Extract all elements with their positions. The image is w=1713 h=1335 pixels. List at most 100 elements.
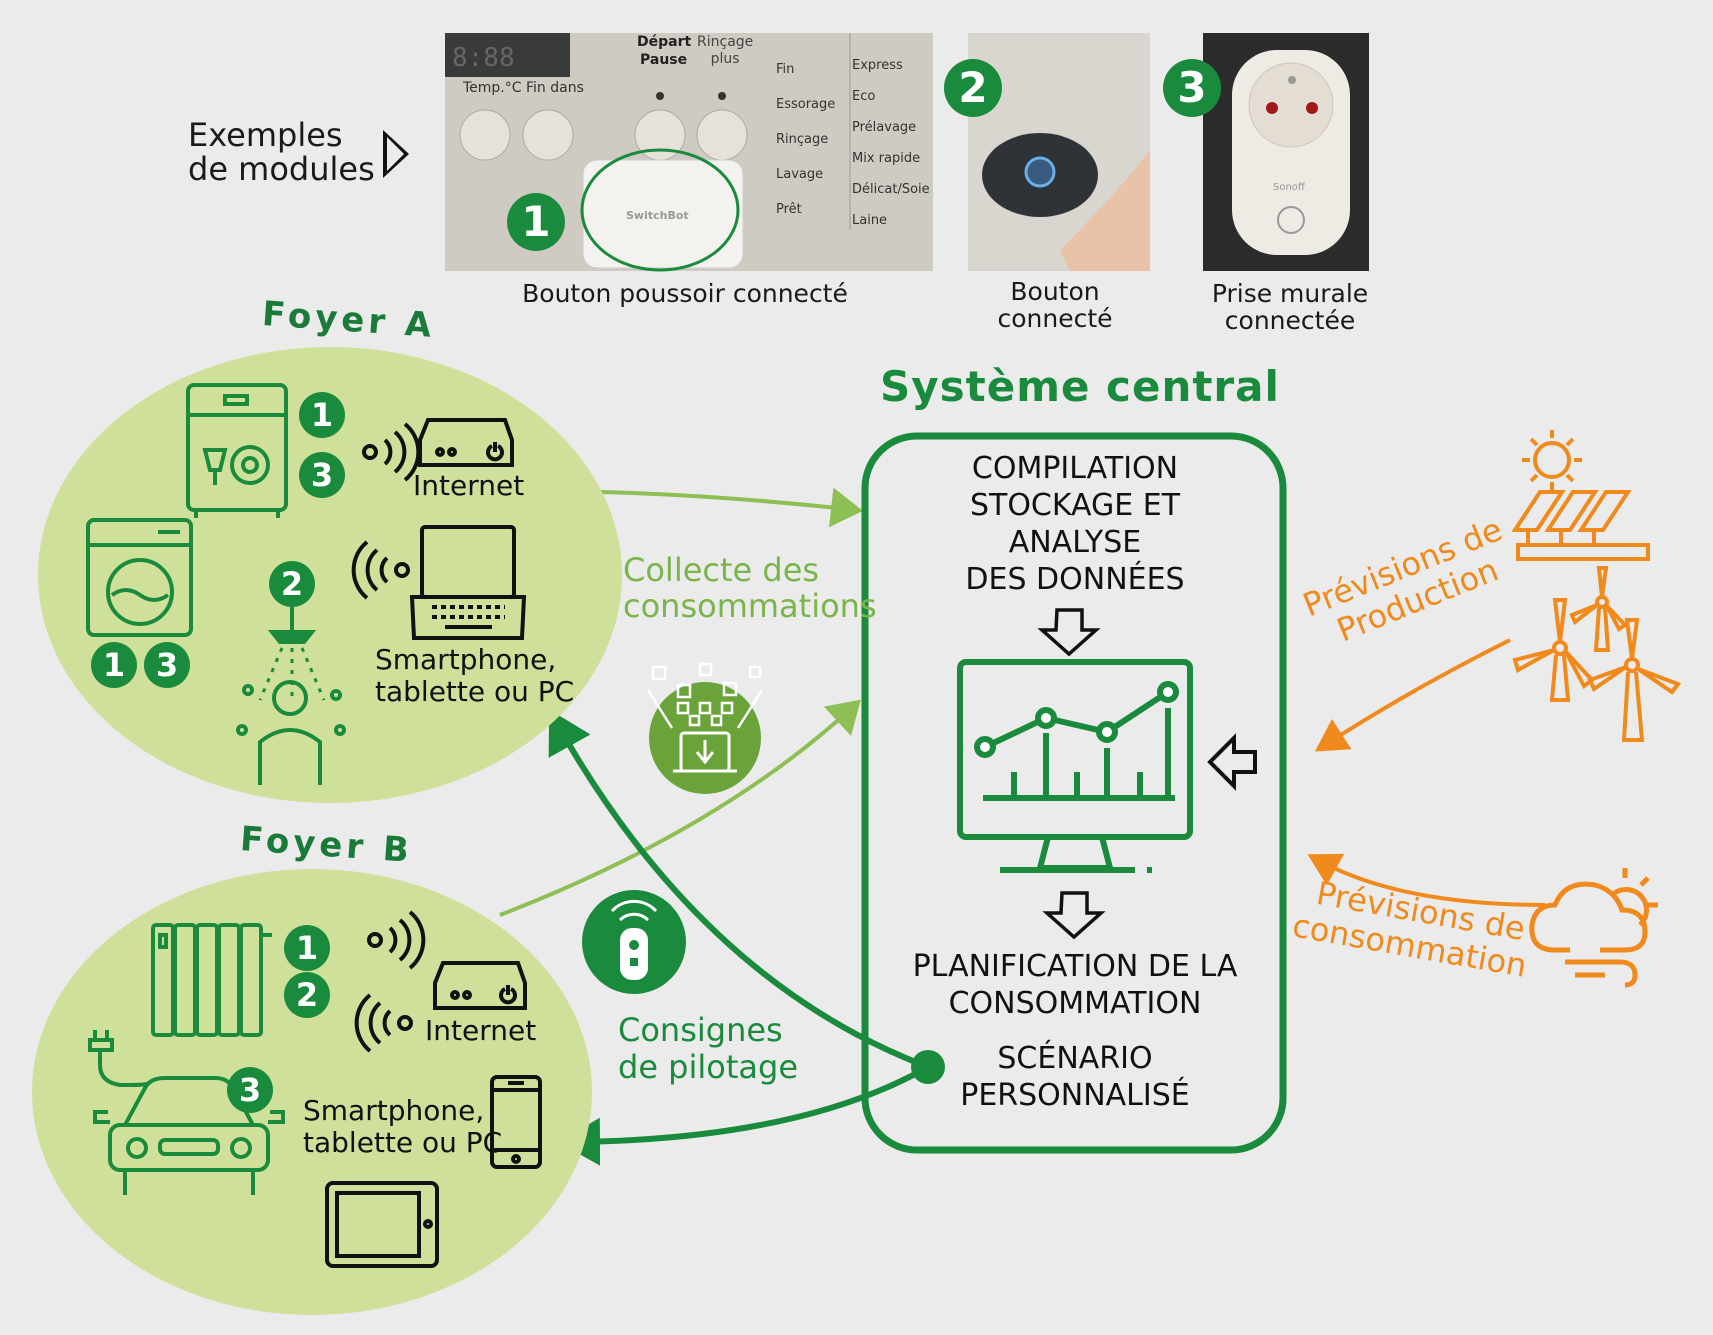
shower-badge-number: 2 bbox=[280, 565, 304, 603]
consumption-forecast-arrow bbox=[1307, 853, 1546, 907]
radiator-badge-1 bbox=[284, 925, 330, 971]
dishwasher-badge-1-number: 1 bbox=[310, 396, 334, 434]
foyer-a-internet-label: Internet bbox=[413, 469, 525, 502]
module2-badge-number: 2 bbox=[958, 63, 988, 112]
module2-caption-line2: connecté bbox=[997, 304, 1113, 333]
electric-car-icon bbox=[88, 1030, 285, 1195]
radiator-badge-2-number: 2 bbox=[295, 976, 319, 1014]
svg-text:8:88: 8:88 bbox=[452, 43, 515, 73]
panel-option: Délicat/Soie bbox=[852, 182, 930, 197]
wifi-icon-b1 bbox=[367, 910, 426, 970]
foyer-a-device-line2: tablette ou PC bbox=[375, 675, 575, 708]
car-badge-number: 3 bbox=[238, 1071, 262, 1109]
module3-badge-number: 3 bbox=[1177, 63, 1207, 112]
panel-program: Prêt bbox=[776, 202, 802, 217]
photo-smart-plug bbox=[1203, 33, 1369, 271]
panel-program: Essorage bbox=[776, 97, 836, 112]
production-forecast-arrow bbox=[1314, 638, 1511, 752]
analysis-line: COMPILATION bbox=[971, 451, 1179, 486]
foyer-a-ellipse bbox=[38, 347, 622, 803]
examples-label-line2: de modules bbox=[188, 150, 375, 188]
washer-badge-1 bbox=[91, 642, 137, 688]
washing-machine-icon bbox=[86, 518, 193, 637]
panel-option: Mix rapide bbox=[852, 151, 921, 166]
module3-caption-line1: Prise murale bbox=[1211, 279, 1369, 308]
switchbot-brand-label: SwitchBot bbox=[626, 209, 689, 222]
module1-badge bbox=[507, 193, 565, 251]
panel-option-list: Express Eco Prélavage Mix rapide Délicat… bbox=[852, 50, 930, 236]
panel-pause-label: Pause bbox=[640, 52, 688, 68]
central-block-analysis: COMPILATION STOCKAGE ET ANALYSE DES DONN… bbox=[880, 450, 1270, 598]
dishwasher-badge-2-number: 3 bbox=[310, 456, 334, 494]
collecte-label: Collecte des consommations bbox=[623, 552, 877, 624]
module3-badge bbox=[1163, 59, 1221, 117]
radiator-badge-1-number: 1 bbox=[295, 929, 319, 967]
panel-rincage-plus-line1: Rinçage bbox=[697, 34, 754, 50]
panel-rincage-plus-line2: plus bbox=[710, 51, 740, 67]
smartphone-icon bbox=[490, 1075, 542, 1169]
internet-box-icon-b bbox=[433, 961, 527, 1010]
examples-label-line1: Exemples bbox=[188, 116, 343, 154]
shower-icon bbox=[236, 605, 346, 785]
monitor-chart-icon bbox=[957, 659, 1193, 873]
panel-option: Prélavage bbox=[852, 120, 917, 135]
sonoff-brand-label: Sonoff bbox=[1273, 182, 1305, 193]
sun-solar-panel-icon bbox=[1511, 430, 1650, 561]
foyer-b-device-line1: Smartphone, bbox=[303, 1094, 485, 1127]
panel-option: Laine bbox=[852, 213, 888, 228]
foyer-b-device-label: Smartphone, tablette ou PC bbox=[303, 1095, 502, 1159]
collect-arrow-a bbox=[599, 487, 863, 528]
panel-rincage-plus-label: Rinçage plus bbox=[697, 34, 753, 68]
foyer-b-internet-label: Internet bbox=[425, 1014, 537, 1047]
radiator-badge-2 bbox=[284, 972, 330, 1018]
module2-caption: Bouton connecté bbox=[960, 278, 1150, 332]
scenario-line: PERSONNALISÉ bbox=[960, 1078, 1190, 1113]
foyer-b-device-line2: tablette ou PC bbox=[303, 1126, 503, 1159]
left-arrow-icon bbox=[1207, 733, 1257, 791]
data-download-icon bbox=[646, 662, 764, 794]
panel-option: Express bbox=[852, 58, 903, 73]
dishwasher-badge-2 bbox=[299, 452, 345, 498]
analysis-line: STOCKAGE ET bbox=[969, 488, 1181, 523]
washer-badge-2-number: 3 bbox=[155, 646, 179, 684]
tablet-icon bbox=[325, 1181, 439, 1268]
central-system-box bbox=[861, 432, 1287, 1154]
foyer-a-device-label: Smartphone, tablette ou PC bbox=[375, 644, 574, 708]
collecte-label-line2: consommations bbox=[623, 587, 877, 625]
weather-cloud-icon bbox=[1529, 868, 1658, 988]
internet-box-icon-a bbox=[418, 418, 514, 467]
radiator-icon bbox=[151, 923, 272, 1037]
scenario-line: SCÉNARIO bbox=[997, 1041, 1153, 1076]
central-system-title: Système central bbox=[880, 362, 1280, 411]
badges bbox=[91, 59, 1221, 1113]
panel-program: Rinçage bbox=[776, 132, 829, 147]
consignes-label-line2: de pilotage bbox=[618, 1048, 798, 1086]
analysis-line: DES DONNÉES bbox=[965, 562, 1185, 597]
wind-turbines-icon bbox=[1512, 566, 1682, 742]
wifi-icon-a1 bbox=[362, 422, 421, 482]
down-arrow-2 bbox=[1042, 891, 1106, 940]
central-block-scenario: SCÉNARIO PERSONNALISÉ bbox=[880, 1040, 1270, 1114]
laptop-icon bbox=[409, 525, 527, 640]
car-badge bbox=[227, 1067, 273, 1113]
remote-control-icon bbox=[582, 890, 686, 994]
wifi-icon-a2 bbox=[351, 540, 410, 600]
control-arrow-b bbox=[558, 1064, 930, 1166]
module2-badge bbox=[944, 59, 1002, 117]
panel-fin-dans-label: Fin dans bbox=[526, 80, 584, 96]
panel-program-list: Fin Essorage Rinçage Lavage Prêt bbox=[776, 52, 835, 227]
analysis-line: ANALYSE bbox=[1008, 525, 1142, 560]
planning-line: PLANIFICATION DE LA bbox=[912, 949, 1238, 984]
dishwasher-badge-1 bbox=[299, 392, 345, 438]
module3-caption: Prise murale connectée bbox=[1185, 280, 1395, 334]
panel-program: Fin bbox=[776, 62, 795, 77]
examples-label: Exemples de modules bbox=[188, 118, 375, 186]
collecte-label-line1: Collecte des bbox=[623, 551, 820, 589]
dishwasher-icon bbox=[186, 383, 288, 518]
washer-badge-2 bbox=[144, 642, 190, 688]
module1-badge-number: 1 bbox=[521, 197, 551, 246]
module1-caption: Bouton poussoir connecté bbox=[522, 279, 848, 308]
wifi-icon-b2 bbox=[354, 993, 413, 1053]
module2-caption-line1: Bouton bbox=[1010, 277, 1100, 306]
